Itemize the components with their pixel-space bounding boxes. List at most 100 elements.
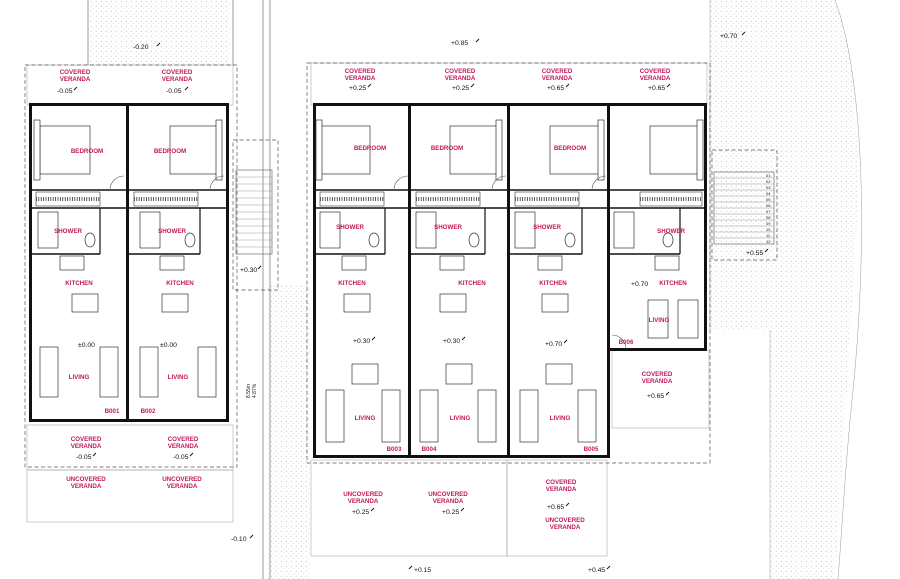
level-mark: +0.30 xyxy=(353,338,370,345)
stair-step-number: 07 xyxy=(766,209,771,214)
uncovered-veranda-label: VERANDA xyxy=(348,498,379,505)
bedroom-label: BEDROOM xyxy=(71,148,103,155)
shower-label: SHOWER xyxy=(533,224,561,231)
shower-label: SHOWER xyxy=(434,224,462,231)
covered-veranda-label: COVERED xyxy=(546,479,577,486)
covered-veranda-label: COVERED xyxy=(642,371,673,378)
stair-step-numbers: 01 02 03 04 05 06 07 08 09 10 11 12 xyxy=(766,173,771,244)
uncovered-veranda-label: UNCOVERED xyxy=(162,476,202,483)
covered-veranda-label: COVERED xyxy=(542,68,573,75)
level-mark: -0.05 xyxy=(76,454,92,461)
covered-veranda-label: COVERED xyxy=(71,436,102,443)
unit-code: B004 xyxy=(422,446,437,453)
unit-code: B001 xyxy=(105,408,120,415)
stair-step-number: 11 xyxy=(766,233,771,238)
kitchen-label: KITCHEN xyxy=(539,280,567,287)
shower-label: SHOWER xyxy=(54,228,82,235)
level-mark: +0.30 xyxy=(443,338,460,345)
shower-label: SHOWER xyxy=(336,224,364,231)
landscape xyxy=(90,0,862,579)
covered-veranda-label: VERANDA xyxy=(542,75,573,82)
dashed-outlines xyxy=(24,62,778,468)
stairs xyxy=(235,169,775,255)
stair-step-number: 03 xyxy=(766,185,771,190)
wardrobes xyxy=(35,191,703,207)
kitchen-label: KITCHEN xyxy=(166,280,194,287)
kitchen-label: KITCHEN xyxy=(659,280,687,287)
covered-veranda-label: VERANDA xyxy=(162,76,193,83)
level-mark: +0.55 xyxy=(746,250,763,257)
beds xyxy=(33,119,704,181)
unit-code: B002 xyxy=(141,408,156,415)
stair-step-number: 06 xyxy=(766,203,771,208)
bathroom-fixtures xyxy=(37,211,674,249)
covered-veranda-label: VERANDA xyxy=(168,443,199,450)
uncovered-veranda-label: VERANDA xyxy=(433,498,464,505)
level-mark: +0.65 xyxy=(547,504,564,511)
covered-veranda-label: VERANDA xyxy=(640,75,671,82)
level-mark: +0.45 xyxy=(588,567,605,574)
kitchen-counters xyxy=(59,255,699,339)
level-mark: +0.65 xyxy=(648,85,665,92)
covered-veranda-label: COVERED xyxy=(445,68,476,75)
living-label: LIVING xyxy=(168,374,189,381)
covered-veranda-label: VERANDA xyxy=(60,76,91,83)
level-mark: +0.85 xyxy=(451,40,468,47)
stair-step-number: 12 xyxy=(766,239,771,244)
level-annotations: -0.20 +0.85 +0.70 -0.05 -0.05 +0.25 +0.2… xyxy=(57,33,763,574)
uncovered-veranda-label: UNCOVERED xyxy=(545,517,585,524)
level-mark: +0.65 xyxy=(647,393,664,400)
uncovered-veranda-label: UNCOVERED xyxy=(66,476,106,483)
uncovered-veranda-label: VERANDA xyxy=(71,483,102,490)
stair-step-number: 04 xyxy=(766,191,771,196)
covered-veranda-label: COVERED xyxy=(60,69,91,76)
stair-step-number: 05 xyxy=(766,197,771,202)
room-labels: COVERED VERANDA COVERED VERANDA COVERED … xyxy=(54,68,687,531)
living-label: LIVING xyxy=(450,415,471,422)
level-mark: -0.05 xyxy=(173,454,189,461)
living-label: LIVING xyxy=(355,415,376,422)
site-lines xyxy=(87,0,771,579)
covered-veranda-label: VERANDA xyxy=(642,378,673,385)
bottom-verandas xyxy=(26,349,710,557)
covered-veranda-label: COVERED xyxy=(345,68,376,75)
living-furniture xyxy=(39,346,597,443)
uncovered-veranda-label: VERANDA xyxy=(550,524,581,531)
stair-step-number: 01 xyxy=(766,173,771,178)
level-mark: -0.05 xyxy=(166,88,182,95)
shower-label: SHOWER xyxy=(657,228,685,235)
bedroom-label: BEDROOM xyxy=(431,145,463,152)
uncovered-veranda-label: VERANDA xyxy=(167,483,198,490)
level-mark: +0.70 xyxy=(631,281,648,288)
level-mark: -0.10 xyxy=(231,536,247,543)
unit-walls xyxy=(29,103,707,458)
uncovered-veranda-label: UNCOVERED xyxy=(428,491,468,498)
level-mark: -0.05 xyxy=(57,88,73,95)
covered-veranda-label: COVERED xyxy=(640,68,671,75)
level-mark: +0.70 xyxy=(545,341,562,348)
stair-step-number: 09 xyxy=(766,221,771,226)
covered-veranda-label: COVERED xyxy=(168,436,199,443)
partitions xyxy=(32,189,704,255)
level-markers xyxy=(73,31,769,570)
level-mark: +0.25 xyxy=(349,85,366,92)
bedroom-label: BEDROOM xyxy=(554,145,586,152)
covered-veranda-label: COVERED xyxy=(162,69,193,76)
kitchen-label: KITCHEN xyxy=(65,280,93,287)
level-mark: +0.25 xyxy=(352,509,369,516)
stair-step-number: 10 xyxy=(766,227,771,232)
vertical-dimension: 4.87% xyxy=(252,383,258,398)
level-mark: ±0.00 xyxy=(78,342,95,349)
living-label: LIVING xyxy=(69,374,90,381)
unit-code: B003 xyxy=(387,446,402,453)
level-mark: ±0.00 xyxy=(160,342,177,349)
kitchen-label: KITCHEN xyxy=(338,280,366,287)
living-label: LIVING xyxy=(550,415,571,422)
level-mark: +0.25 xyxy=(452,85,469,92)
covered-veranda-label: VERANDA xyxy=(445,75,476,82)
unit-code: B006 xyxy=(619,339,634,346)
unit-codes: B001 B002 B003 B004 B005 B006 xyxy=(105,339,634,453)
level-mark: +0.15 xyxy=(414,567,431,574)
shower-label: SHOWER xyxy=(158,228,186,235)
